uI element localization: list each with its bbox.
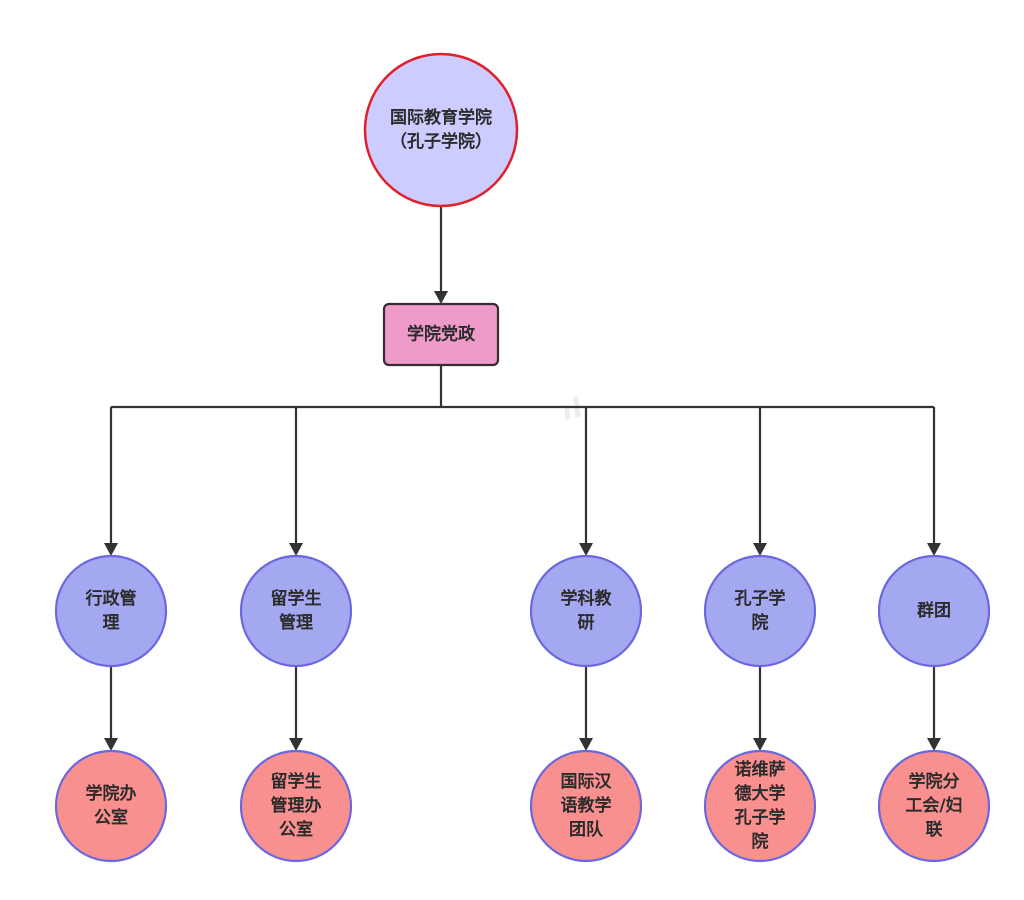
edge-d3-c3-arrowhead-icon [579,738,593,751]
watermark-icon [564,396,581,420]
hub-node-label-line: 学院党政 [407,324,476,345]
department-node-d1-label-line: 行政管 [85,588,137,609]
edge-bus-d4-arrowhead-icon [753,543,767,556]
department-node-d3[interactable] [529,554,643,668]
department-node-d2[interactable] [239,554,353,668]
department-node-d2-label-line: 留学生 [271,588,322,609]
unit-node-c1-label-line: 公室 [94,807,128,828]
unit-node-c2[interactable] [239,749,353,863]
unit-node-c1[interactable] [54,749,168,863]
edge-bus-d5-arrowhead-icon [927,543,941,556]
unit-node-c4[interactable] [703,749,817,863]
edge-d2-c2-arrowhead-icon [289,738,303,751]
edge-d4-c4-arrowhead-icon [753,738,767,751]
edge-root-hub-arrowhead-icon [434,291,448,304]
unit-node-c1-label-line: 学院办 [86,783,137,804]
unit-node-c4-label-line: 诺维萨 [735,759,786,780]
edge-d5-c5-arrowhead-icon [927,738,941,751]
department-node-d4-label: 孔子学院 [735,588,786,633]
edge-bus-d1-arrowhead-icon [104,543,118,556]
hub-node-label: 学院党政 [407,324,476,345]
unit-node-c2-label-line: 公室 [279,819,313,840]
unit-node-c2-label-line: 管理办 [271,795,322,816]
department-node-d2-label-line: 管理 [279,612,313,633]
unit-node-c5[interactable] [877,749,991,863]
root-node-circle[interactable] [363,52,519,208]
edge-bus-d2-arrowhead-icon [289,543,303,556]
department-node-d4-label-line: 孔子学 [735,588,786,609]
unit-node-c3[interactable] [529,749,643,863]
department-node-d5[interactable] [877,554,991,668]
department-node-d5-label: 群团 [917,600,951,621]
unit-node-c3-label-line: 国际汉 [561,772,613,792]
department-node-d1[interactable] [54,554,168,668]
edge-d1-c1-arrowhead-icon [104,738,118,751]
department-node-d5-label-line: 群团 [917,600,951,621]
unit-node-c4-label-line: 孔子学 [735,807,786,828]
root-node-label-line: 国际教育学院 [390,107,492,128]
hub-node-rect[interactable] [382,302,500,367]
unit-node-c3-label-line: 语教学 [561,795,612,816]
department-node-d1-label-line: 理 [103,613,120,633]
unit-node-c5-label-line: 工会/妇 [905,795,962,816]
unit-node-c3-label-line: 团队 [569,819,604,840]
department-node-d4-label-line: 院 [752,612,769,633]
connector-lines [104,206,941,751]
nodes-layer: 国际教育学院（孔子学院）学院党政行政管理学院办公室留学生管理留学生管理办公室学科… [54,52,991,863]
root-node-label: 国际教育学院 （孔子学院） [390,107,492,152]
department-node-d3-label-line: 学科教 [561,588,613,609]
edge-bus-d3-arrowhead-icon [579,543,593,556]
unit-node-c2-label-line: 留学生 [271,771,322,792]
unit-node-c4-label-line: 德大学 [735,783,786,804]
unit-node-c5-label-line: 联 [926,820,943,840]
department-node-d3-label-line: 研 [578,613,595,633]
root-node-label-line: （孔子学院） [390,131,492,152]
department-node-d4[interactable] [703,554,817,668]
unit-node-c4-label-line: 院 [752,831,769,852]
unit-node-c5-label-line: 学院分 [909,771,960,792]
